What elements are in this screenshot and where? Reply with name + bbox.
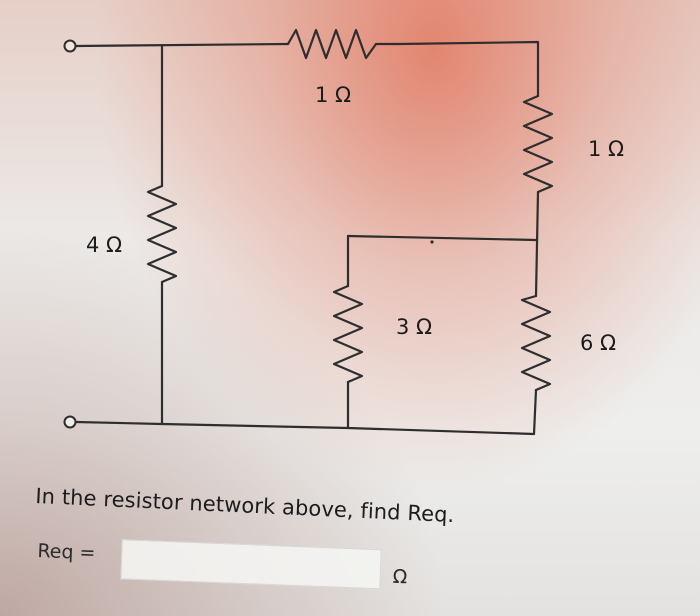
resistor-left <box>146 184 178 284</box>
wire-top-right <box>374 40 540 98</box>
label-resistor-right-lower: 6 Ω <box>580 331 616 355</box>
label-resistor-right-upper: 1 Ω <box>588 137 624 161</box>
label-resistor-left: 4 Ω <box>86 233 122 257</box>
label-resistor-middle: 3 Ω <box>396 315 432 339</box>
answer-unit: Ω <box>392 565 408 589</box>
wire-right-bottom <box>532 388 538 436</box>
terminal-bottom <box>63 415 77 429</box>
req-answer-input[interactable] <box>120 539 382 590</box>
terminal-top <box>63 39 77 53</box>
resistor-middle <box>332 284 364 384</box>
wire-right-mid <box>534 190 540 298</box>
resistor-right-upper <box>522 94 554 194</box>
wire-middle-top <box>346 234 538 242</box>
label-resistor-top: 1 Ω <box>315 83 351 107</box>
resistor-right-lower <box>520 294 552 392</box>
wire-top-left <box>74 42 290 48</box>
answer-label: Req = <box>37 540 96 565</box>
resistor-top <box>286 28 378 60</box>
wire-bottom <box>74 420 536 436</box>
junction-dot <box>430 240 434 244</box>
